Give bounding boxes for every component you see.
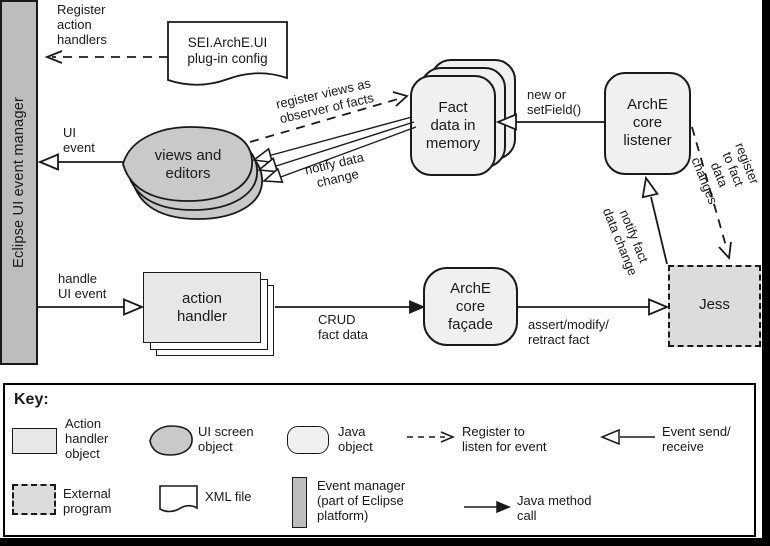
key-label-event-send-receive: Event send/ receive <box>662 424 731 455</box>
label-assert-retract: assert/modify/ retract fact <box>528 317 609 348</box>
arrow-ui-event <box>37 153 123 171</box>
fact-data-label: Fact data in memory <box>425 99 481 152</box>
arche-core-listener-shape <box>604 72 691 175</box>
screen-edge-right <box>762 0 770 546</box>
plugin-config-label: SEI.ArchE.UI plug-in config <box>187 35 268 67</box>
event-manager-swatch <box>292 477 307 528</box>
external-program-swatch <box>12 484 56 515</box>
label-ui-event: UI event <box>63 125 95 156</box>
arrowhead-register-fact-changes <box>718 241 732 261</box>
action-handler-label: action handler <box>176 290 228 325</box>
arche-core-listener-label: ArchE core listener <box>623 96 672 149</box>
key-label-xml-file: XML file <box>205 489 252 504</box>
key-label-action-handler-object: Action handler object <box>65 416 109 462</box>
action-handler-swatch <box>12 428 57 454</box>
label-handle-ui-event: handle UI event <box>58 271 107 302</box>
arrow-assert-retract <box>518 298 670 316</box>
key-label-register-listen: Register to listen for event <box>462 424 547 455</box>
label-notify-fact-change: notify fact data change <box>599 205 652 278</box>
label-register-fact-changes: register to fact data changes <box>688 140 763 207</box>
label-notify-data-change: notify data change <box>303 149 366 191</box>
label-register-views: register views as observer of facts <box>274 75 376 127</box>
arrow-handle-ui-event <box>38 298 145 316</box>
key-title: Key: <box>14 391 49 408</box>
arrowhead-register-views <box>392 91 409 107</box>
key-label-external-program: External program <box>63 486 112 517</box>
screen-edge-bottom <box>0 538 770 546</box>
event-manager-bar: Eclipse UI event manager <box>0 0 38 365</box>
arche-core-facade-shape <box>423 267 518 346</box>
views-editors-label: views and editors <box>154 147 222 182</box>
jess-label: Jess <box>699 296 730 313</box>
key-label-java-object: Java object <box>338 424 373 455</box>
key-box <box>3 383 756 537</box>
key-label-event-manager: Event manager (part of Eclipse platform) <box>317 478 406 524</box>
key-label-ui-screen-object: UI screen object <box>198 424 254 455</box>
event-manager-label: Eclipse UI event manager <box>11 97 27 268</box>
label-register-action-handlers: Register action handlers <box>57 2 107 48</box>
label-new-or-setfield: new or setField() <box>527 87 582 118</box>
key-label-java-method-call: Java method call <box>517 493 592 524</box>
arche-core-facade-label: ArchE core façade <box>447 280 494 333</box>
arrow-crud-fact-data <box>275 300 426 314</box>
arrowhead-register-action-handlers <box>44 50 63 64</box>
label-crud-fact-data: CRUD fact data <box>318 312 368 343</box>
java-object-swatch <box>287 426 329 454</box>
